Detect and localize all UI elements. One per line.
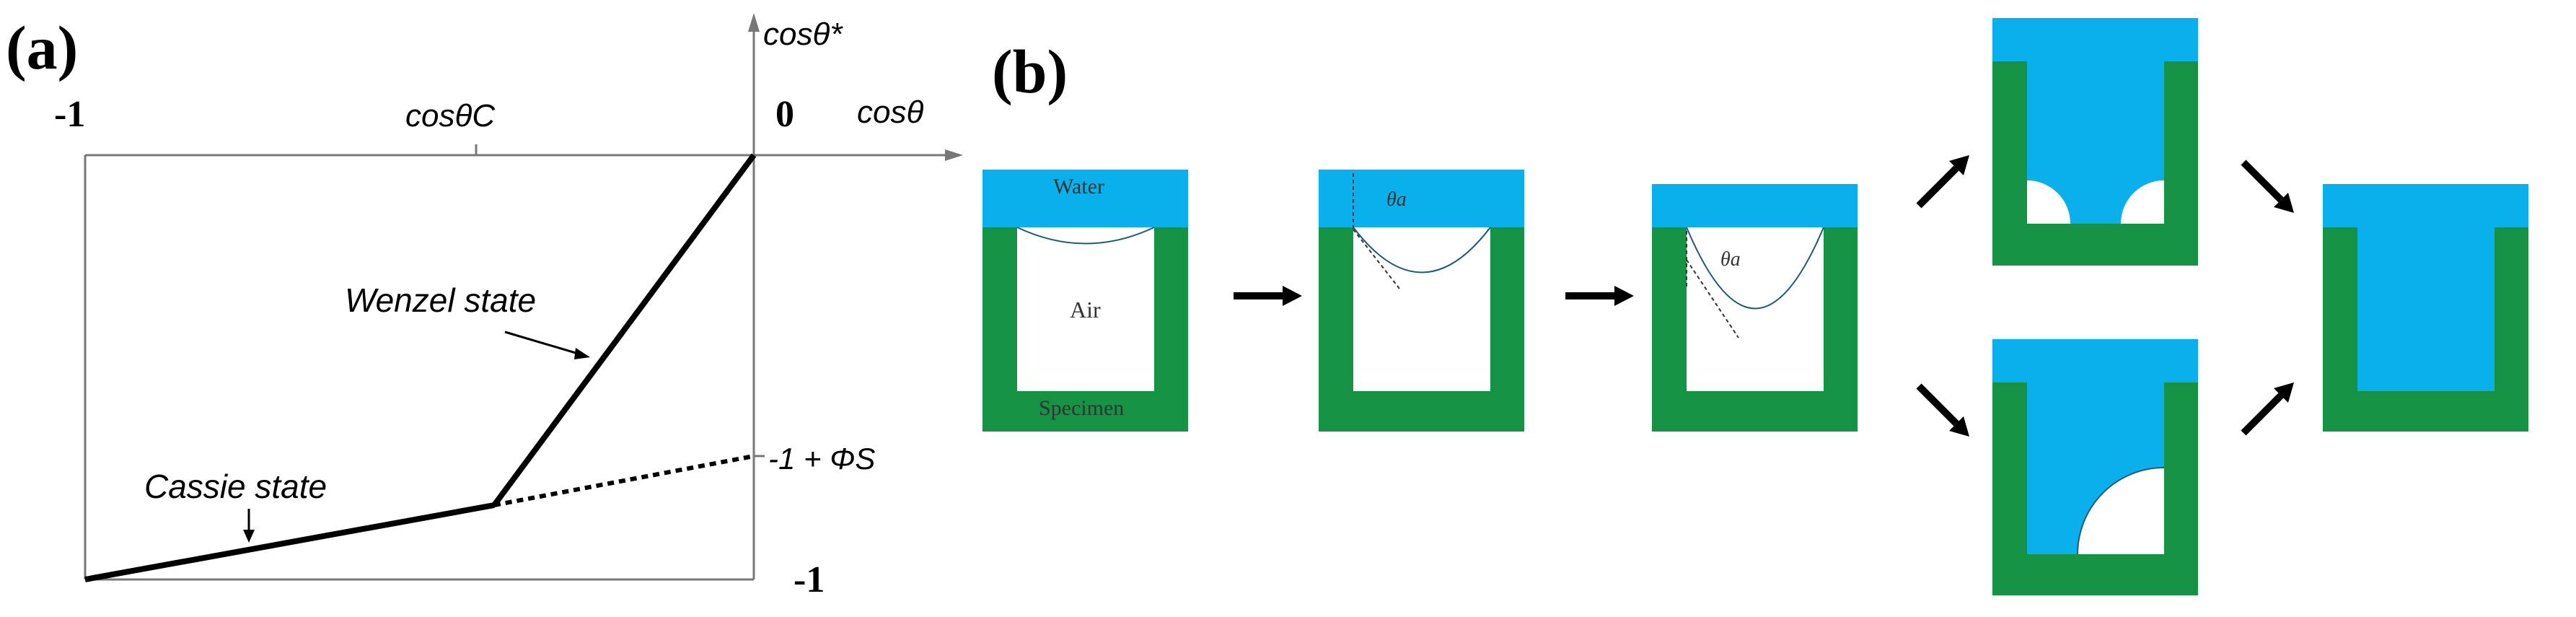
stage-3-sagging: θa bbox=[1652, 184, 1858, 432]
panel-b: (b) Water Air Specimen θa bbox=[983, 18, 2528, 595]
arrow-5-down-icon bbox=[2241, 159, 2294, 213]
stage-2-meniscus bbox=[1353, 227, 1491, 274]
x-tick-left: -1 bbox=[54, 94, 85, 135]
stage-1-initial: Water Air Specimen bbox=[983, 170, 1188, 432]
cassie-extension-dotted bbox=[493, 454, 755, 507]
stage-3-angle-label: θa bbox=[1720, 248, 1741, 271]
cassie-pointer-head bbox=[243, 530, 255, 543]
wenzel-line bbox=[491, 153, 757, 507]
stage-4b-air-bubble bbox=[2078, 468, 2164, 554]
x-axis-label: cosθ bbox=[857, 95, 923, 130]
y-tick-fraction: -1 + ΦS bbox=[768, 442, 875, 476]
stage-3-specimen bbox=[1652, 227, 1858, 432]
stage-3-water bbox=[1652, 184, 1858, 227]
water-label: Water bbox=[1053, 175, 1104, 198]
stage-4a-air-right bbox=[2121, 180, 2164, 224]
stage-2-air bbox=[1353, 227, 1490, 391]
stage-5-water-inner bbox=[2357, 227, 2494, 391]
stage-5-specimen bbox=[2323, 227, 2528, 432]
stage-1-meniscus bbox=[1016, 227, 1155, 245]
stage-1-specimen bbox=[983, 227, 1188, 432]
stage-1-water bbox=[983, 170, 1188, 227]
stage-5-water bbox=[2323, 184, 2528, 227]
panel-a: (a) cosθ* cosθ -1 cosθC 0 -1 -1 + ΦS Wen… bbox=[6, 13, 963, 600]
stage-5-wenzel-filled bbox=[2323, 184, 2528, 432]
y-axis-label: cosθ* bbox=[763, 17, 843, 52]
panel-b-label: (b) bbox=[992, 37, 1068, 106]
stage-3-tangent bbox=[1686, 259, 1739, 338]
specimen-label: Specimen bbox=[1039, 396, 1124, 420]
stage-4b-bubble-edge bbox=[2077, 467, 2165, 555]
arrow-6-up-icon bbox=[2241, 382, 2294, 436]
stage-4a-side-pockets bbox=[1992, 18, 2198, 280]
stage-2-angle-label: θa bbox=[1386, 188, 1407, 211]
y-tick-bottom: -1 bbox=[794, 559, 825, 600]
stage-2-specimen bbox=[1319, 227, 1524, 432]
panel-a-label: (a) bbox=[6, 13, 78, 82]
stage-4a-specimen bbox=[1992, 61, 2198, 266]
wenzel-pointer-head bbox=[574, 348, 590, 359]
x-tick-critical: cosθC bbox=[405, 98, 496, 134]
stage-1-air bbox=[1017, 227, 1154, 391]
stage-3-meniscus bbox=[1686, 227, 1824, 310]
arrow-1-icon bbox=[1234, 286, 1302, 306]
wenzel-pointer bbox=[504, 331, 584, 356]
arrow-3-up-icon bbox=[1916, 155, 1969, 209]
air-label: Air bbox=[1070, 297, 1101, 323]
x-axis-arrowhead bbox=[945, 149, 963, 161]
wenzel-state-label: Wenzel state bbox=[345, 281, 536, 319]
stage-2-advancing: θa bbox=[1319, 170, 1524, 432]
stage-4b-specimen bbox=[1992, 382, 2198, 595]
cassie-line bbox=[84, 502, 495, 582]
arrow-2-icon bbox=[1565, 286, 1634, 306]
stage-2-water bbox=[1319, 170, 1524, 227]
x-tick-zero: 0 bbox=[775, 94, 794, 135]
y-axis-arrowhead bbox=[748, 13, 760, 32]
arrow-4-down-icon bbox=[1916, 383, 1969, 437]
cassie-state-label: Cassie state bbox=[144, 468, 327, 505]
stage-4a-air-left bbox=[2027, 180, 2070, 224]
stage-4a-bottom-cover bbox=[1992, 266, 2198, 280]
stage-4b-bottom-bubble bbox=[1992, 339, 2198, 595]
